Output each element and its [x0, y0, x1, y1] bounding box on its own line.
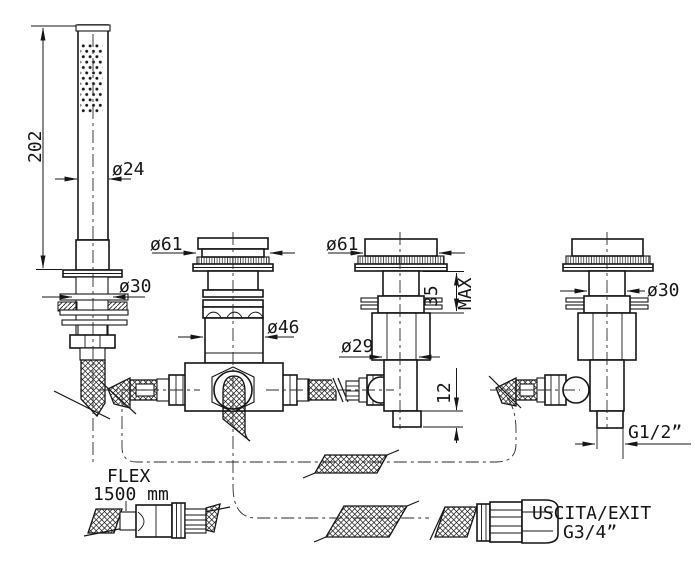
right-valve: [488, 238, 654, 429]
dim-o61-center-label: ø61: [326, 234, 359, 255]
outlet-routing-path: [232, 412, 429, 519]
handshower-dimensions: 202 ø24 ø30: [25, 25, 152, 300]
center-valve-dimensions: ø61 35 MAX ø29 12: [326, 234, 476, 443]
wall-section-upper: [313, 454, 389, 474]
wall-sections: [302, 449, 420, 543]
dim-35-label: 35: [421, 285, 442, 307]
spout-outlet: [222, 375, 251, 442]
dim-o30-shank-label: ø30: [119, 276, 152, 297]
flex-connector: FLEX 1500 mm: [83, 466, 231, 539]
knurled-ring: [565, 255, 651, 265]
mixer-dimensions: ø61 ø46: [150, 234, 300, 340]
dim-o61-mixer-label: ø61: [150, 234, 183, 255]
thread-g12-label: G1/2”: [628, 422, 682, 443]
flex-length-label: 1500 mm: [93, 484, 169, 505]
inlet-routing-path: [121, 392, 517, 463]
right-valve-dimensions: ø30 G1/2”: [560, 280, 691, 459]
knurled-ring: [357, 255, 445, 265]
outlet-connector: USCITA/EXIT G3/4”: [429, 499, 651, 544]
center-valve: [354, 238, 448, 428]
outlet-label: USCITA/EXIT: [532, 503, 651, 524]
handshower: [53, 24, 129, 420]
flex-label: FLEX: [107, 466, 151, 487]
dim-o24-label: ø24: [112, 159, 145, 180]
dim-o29-label: ø29: [341, 336, 374, 357]
centerlines: [92, 34, 608, 466]
dim-12-label: 12: [434, 382, 455, 404]
dim-max-label: MAX: [455, 277, 476, 310]
dim-o30-right-label: ø30: [647, 280, 680, 301]
spray-face: [80, 44, 103, 113]
dim-202-label: 202: [25, 130, 46, 163]
dim-o46-label: ø46: [267, 317, 300, 338]
wall-section-lower: [324, 505, 409, 538]
outlet-thread-label: G3/4”: [563, 522, 617, 543]
routing-lines: [121, 392, 517, 519]
